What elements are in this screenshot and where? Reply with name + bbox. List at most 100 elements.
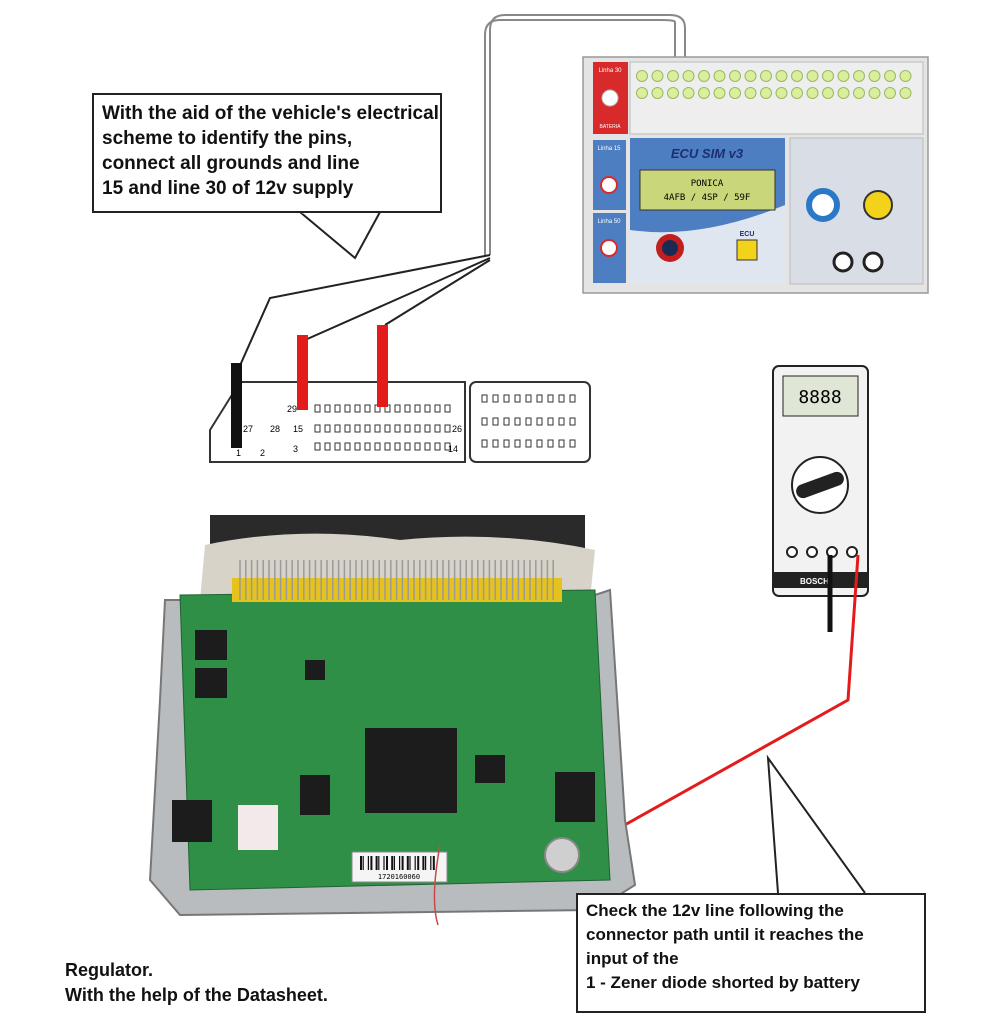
connector-pin <box>414 404 421 413</box>
led <box>899 87 912 99</box>
connector-pin <box>364 442 371 451</box>
linha15-label: Linha 15 <box>597 146 621 152</box>
led <box>651 70 664 82</box>
connector-pin <box>525 417 532 426</box>
callout-bottom-line-4: 1 - Zener diode shorted by battery <box>586 973 860 992</box>
connector-pin <box>404 442 411 451</box>
barcode-bar <box>406 856 409 870</box>
barcode-bar <box>422 856 425 870</box>
multimeter-display <box>782 375 859 417</box>
connector-pin <box>384 424 391 433</box>
multimeter-reading: 8888 <box>798 387 841 408</box>
connector-pin <box>481 394 488 403</box>
board-sticker <box>238 805 278 850</box>
led <box>682 87 695 99</box>
led <box>744 70 757 82</box>
barcode-bar <box>414 856 416 870</box>
callout-top-line-1: With the aid of the vehicle's electrical <box>102 103 439 124</box>
connector-pin <box>525 394 532 403</box>
barcode-bar <box>409 856 411 870</box>
connector-pin <box>334 424 341 433</box>
led <box>744 87 757 99</box>
sensor-knob-right[interactable] <box>863 190 893 220</box>
barcode-bar <box>362 856 364 870</box>
led <box>853 70 865 82</box>
connector-pin <box>364 424 371 433</box>
barcode-bar <box>375 856 378 870</box>
chip-right <box>555 772 595 822</box>
connector-pin <box>503 439 510 448</box>
barcode-bar <box>401 856 404 870</box>
connector-pin <box>434 424 441 433</box>
connector-pin <box>525 439 532 448</box>
connector-pin <box>492 417 499 426</box>
pin-label-26: 26 <box>452 424 462 434</box>
connector-pin <box>364 404 371 413</box>
connector-pin <box>354 404 361 413</box>
pin-label-14: 14 <box>448 444 458 454</box>
led <box>667 87 679 99</box>
connector-pin <box>514 439 521 448</box>
regulator-line-2: With the help of the Datasheet. <box>65 985 328 1005</box>
connector-pin <box>492 394 499 403</box>
connector-pin <box>492 439 499 448</box>
connector-pin <box>374 424 381 433</box>
led <box>791 70 803 82</box>
barcode-bar <box>432 856 435 870</box>
bateria-label: BATERIA <box>599 124 621 130</box>
pin-label-3: 3 <box>293 444 298 454</box>
ecu-label: ECU <box>740 231 755 238</box>
barcode-bar <box>430 856 432 870</box>
led <box>837 70 850 82</box>
led <box>651 87 664 99</box>
led <box>682 70 695 82</box>
connector-pin <box>547 439 554 448</box>
connector-pin <box>569 394 576 403</box>
barcode-bar <box>399 856 401 870</box>
connector-pin <box>344 442 351 451</box>
connector-pin <box>374 442 381 451</box>
connector-pin <box>324 424 331 433</box>
connector-pin <box>547 417 554 426</box>
led <box>667 70 679 82</box>
linha30-switch[interactable] <box>601 89 619 107</box>
linha30-label: Linha 30 <box>598 68 622 74</box>
connector-pin <box>314 442 321 451</box>
connector-pin <box>444 404 451 413</box>
ground-probe-black <box>231 363 242 448</box>
pin-label-27: 27 <box>243 424 253 434</box>
linha15-switch[interactable] <box>600 176 618 194</box>
connector-pin <box>424 442 431 451</box>
linha50-switch[interactable] <box>600 239 618 257</box>
linha50-label: Linha 50 <box>597 219 621 225</box>
jack-left[interactable] <box>832 251 854 273</box>
connector-pin <box>558 417 565 426</box>
callout-top-line-2: scheme to identify the pins, <box>102 128 353 149</box>
ecu-button[interactable] <box>736 239 758 261</box>
led <box>822 87 834 99</box>
pin-label-28: 28 <box>270 424 280 434</box>
callout-bottom-line-3: input of the <box>586 949 679 968</box>
connector-pin <box>569 417 576 426</box>
connector-pin <box>354 442 361 451</box>
ecu-simulator: Linha 30 BATERIA Linha 15 Linha 50 ECU S… <box>582 56 929 294</box>
meter-jack <box>786 546 798 558</box>
barcode-bar <box>378 856 380 870</box>
connector-pin <box>444 442 451 451</box>
connector-pin <box>394 424 401 433</box>
connector-pin <box>481 417 488 426</box>
jack-right[interactable] <box>862 251 884 273</box>
regulator-note: Regulator. With the help of the Datashee… <box>65 958 328 1008</box>
led <box>760 87 772 99</box>
barcode-bar <box>367 856 369 870</box>
connector-pin <box>354 424 361 433</box>
connector-pin <box>547 394 554 403</box>
lcd-line1: PONICA <box>691 179 724 189</box>
led-panel <box>629 61 924 135</box>
led <box>884 87 896 99</box>
led <box>636 70 648 82</box>
led <box>775 87 788 99</box>
sensor-knob-left[interactable] <box>806 188 840 222</box>
barcode-bar <box>425 856 427 870</box>
led <box>806 87 819 99</box>
